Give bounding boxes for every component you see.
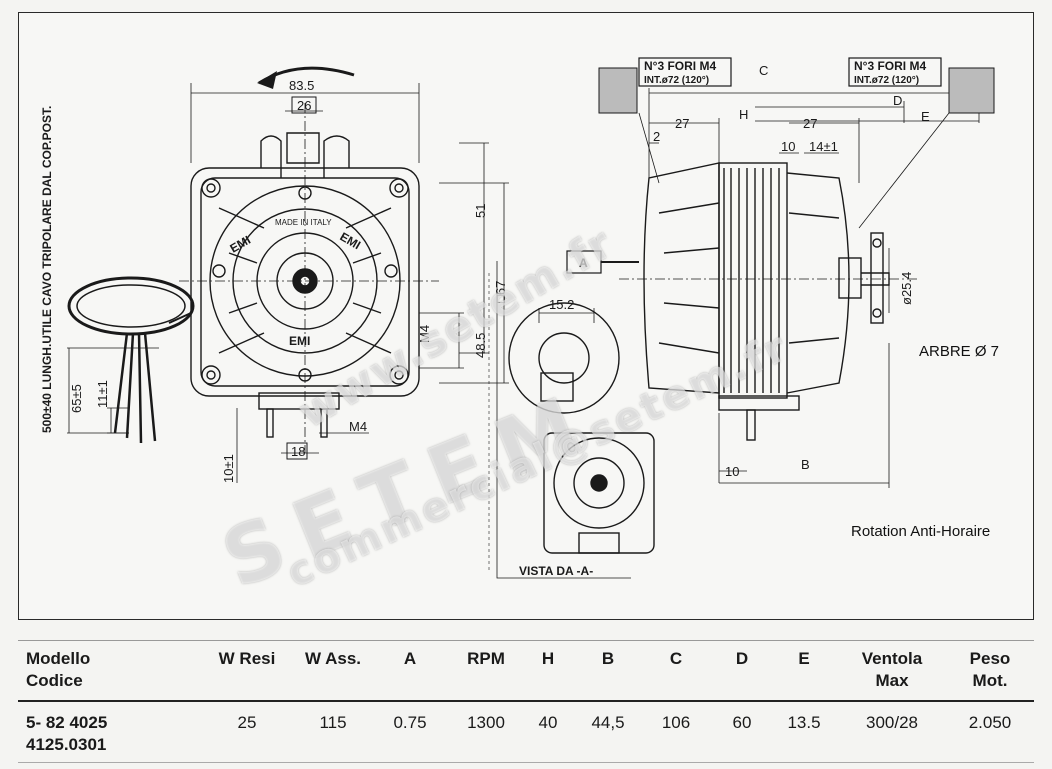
header-w-ass: W Ass. — [304, 649, 362, 668]
cell-rpm: 1300 — [467, 713, 505, 732]
side-view — [619, 162, 919, 441]
dim-83-5: 83.5 — [289, 78, 314, 93]
badge-emi-3: EMI — [289, 334, 310, 348]
cell-peso: 2.050 — [968, 713, 1012, 732]
cell-w-resi: 25 — [237, 713, 257, 732]
dim-27-right: 27 — [803, 116, 817, 131]
drawing-canvas: 500±40 LUNGH.UTILE CAVO TRIPOLARE DAL CO… — [40, 57, 995, 579]
dim-e: E — [921, 109, 930, 124]
header-c: C — [669, 649, 683, 668]
cell-ventola: 300/28 — [866, 713, 918, 732]
dim-10: 10±1 — [221, 454, 236, 483]
header-ventola: Ventola Max — [861, 649, 923, 690]
hole-detail-left — [598, 67, 638, 114]
front-dimension-lines — [67, 83, 509, 483]
dim-65: 65±5 — [69, 384, 84, 413]
dim-m4-b: M4 — [349, 419, 367, 434]
cell-modello: 5- 82 4025 4125.0301 — [26, 713, 108, 754]
dim-67: □67 — [493, 281, 508, 303]
arrowhead-icon — [257, 71, 277, 89]
rotation-note: Rotation Anti-Horaire — [851, 523, 991, 540]
hole-sub-left: INT.ø72 (120°) — [644, 75, 709, 86]
header-rpm: RPM — [467, 649, 505, 668]
dim-10-side: 10 — [781, 139, 795, 154]
cell-d: 60 — [732, 713, 752, 732]
dim-51: 51 — [473, 204, 488, 218]
view-a — [543, 432, 655, 554]
cable-length-note: 500±40 LUNGH.UTILE CAVO TRIPOLARE DAL CO… — [40, 106, 54, 433]
dim-m4-a: M4 — [417, 325, 432, 343]
dim-11: 11±1 — [95, 380, 110, 408]
header-e: E — [798, 649, 810, 668]
technical-drawing: 500±40 LUNGH.UTILE CAVO TRIPOLARE DAL CO… — [18, 12, 1034, 620]
header-peso: Peso Mot. — [969, 649, 1011, 690]
hole-label-right: N°3 FORI M4 — [854, 59, 926, 73]
header-d: D — [735, 649, 749, 668]
dim-10-bottom: 10 — [725, 464, 739, 479]
dim-d: D — [893, 93, 902, 108]
table-top-rule — [18, 640, 1034, 641]
dim-18: 18 — [291, 444, 305, 459]
front-view — [179, 103, 439, 453]
header-w-resi: W Resi — [218, 649, 276, 668]
dim-48-5: 48.5 — [473, 333, 488, 358]
header-a: A — [403, 649, 417, 668]
dim-h: H — [739, 107, 748, 122]
dim-27-left: 27 — [675, 116, 689, 131]
header-modello: Modello Codice — [26, 649, 91, 690]
arbre-note: ARBRE Ø 7 — [919, 343, 1000, 360]
cell-b: 44,5 — [591, 713, 625, 732]
made-in-label: MADE IN ITALY — [275, 218, 332, 227]
cell-h: 40 — [538, 713, 558, 732]
cell-a: 0.75 — [393, 713, 427, 732]
hole-label-left: N°3 FORI M4 — [644, 59, 716, 73]
dim-b: B — [801, 457, 810, 472]
header-h: H — [541, 649, 555, 668]
hole-detail-right — [948, 67, 995, 114]
view-a-label: VISTA DA -A- — [519, 564, 593, 578]
dim-26: 26 — [297, 98, 311, 113]
table-bottom-rule — [18, 762, 1034, 763]
detail-view: 15.2 — [508, 297, 620, 414]
dim-25-4: ø25.4 — [899, 272, 914, 305]
header-b: B — [601, 649, 615, 668]
table-header-rule — [18, 700, 1034, 702]
cell-e: 13.5 — [787, 713, 821, 732]
side-dimension-lines — [648, 88, 980, 488]
view-tag: A — [579, 256, 588, 270]
dim-14: 14±1 — [809, 139, 838, 154]
hole-sub-right: INT.ø72 (120°) — [854, 75, 919, 86]
cable-assembly — [67, 276, 195, 444]
dim-2: 2 — [653, 129, 660, 144]
cell-c: 106 — [661, 713, 691, 732]
dim-c: C — [759, 63, 768, 78]
dim-15-2: 15.2 — [549, 297, 574, 312]
cell-w-ass: 115 — [319, 713, 347, 732]
